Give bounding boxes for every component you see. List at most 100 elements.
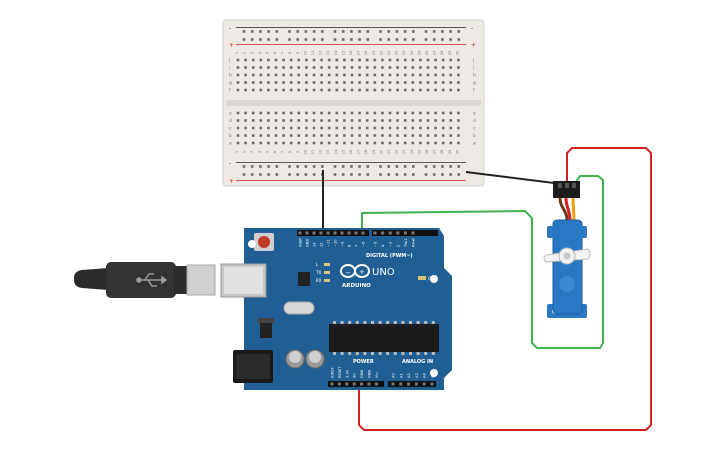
terminal-hole[interactable] [236, 111, 240, 115]
terminal-hole[interactable] [411, 58, 415, 62]
terminal-hole[interactable] [426, 111, 430, 115]
terminal-hole[interactable] [320, 73, 323, 77]
terminal-hole[interactable] [388, 81, 392, 84]
rail-hole[interactable] [288, 38, 291, 41]
terminal-hole[interactable] [434, 81, 437, 84]
terminal-hole[interactable] [297, 141, 301, 145]
terminal-hole[interactable] [411, 66, 415, 69]
terminal-hole[interactable] [403, 134, 407, 137]
terminal-hole[interactable] [244, 134, 247, 137]
terminal-hole[interactable] [434, 88, 437, 92]
terminal-hole[interactable] [381, 58, 384, 62]
rail-hole[interactable] [449, 30, 452, 33]
rail-hole[interactable] [457, 165, 461, 168]
terminal-hole[interactable] [312, 134, 316, 137]
terminal-hole[interactable] [274, 81, 278, 84]
terminal-hole[interactable] [305, 73, 308, 77]
terminal-hole[interactable] [434, 66, 437, 69]
terminal-hole[interactable] [312, 111, 316, 115]
terminal-hole[interactable] [343, 58, 346, 62]
breadboard[interactable]: - + - + - + 1122334455667788991010111112… [222, 19, 485, 187]
terminal-hole[interactable] [244, 126, 247, 130]
terminal-hole[interactable] [312, 126, 316, 130]
terminal-hole[interactable] [312, 66, 316, 69]
rail-hole[interactable] [275, 173, 279, 176]
terminal-hole[interactable] [441, 81, 445, 84]
terminal-hole[interactable] [267, 141, 270, 145]
terminal-hole[interactable] [320, 66, 323, 69]
rail-hole[interactable] [366, 165, 370, 168]
terminal-hole[interactable] [358, 126, 361, 130]
terminal-hole[interactable] [457, 88, 460, 92]
rail-hole[interactable] [387, 38, 390, 41]
terminal-hole[interactable] [411, 111, 415, 115]
terminal-hole[interactable] [411, 126, 415, 130]
terminal-hole[interactable] [449, 126, 453, 130]
power-header[interactable] [328, 381, 384, 387]
terminal-hole[interactable] [441, 119, 445, 122]
terminal-hole[interactable] [343, 81, 346, 84]
terminal-hole[interactable] [289, 66, 293, 69]
terminal-hole[interactable] [282, 141, 285, 145]
rail-hole[interactable] [441, 165, 444, 168]
terminal-hole[interactable] [343, 73, 346, 77]
terminal-hole[interactable] [381, 119, 384, 122]
rail-hole[interactable] [403, 165, 407, 168]
rail-hole[interactable] [424, 38, 428, 41]
terminal-hole[interactable] [335, 141, 339, 145]
terminal-hole[interactable] [350, 88, 354, 92]
terminal-hole[interactable] [305, 134, 308, 137]
terminal-hole[interactable] [388, 111, 392, 115]
terminal-hole[interactable] [244, 81, 247, 84]
terminal-hole[interactable] [403, 66, 407, 69]
terminal-hole[interactable] [426, 141, 430, 145]
terminal-hole[interactable] [312, 81, 316, 84]
terminal-hole[interactable] [305, 126, 308, 130]
rail-hole[interactable] [341, 30, 345, 33]
terminal-hole[interactable] [411, 119, 415, 122]
terminal-hole[interactable] [244, 66, 247, 69]
rail-hole[interactable] [341, 173, 345, 176]
rail-hole[interactable] [412, 38, 415, 41]
terminal-hole[interactable] [289, 141, 293, 145]
terminal-hole[interactable] [457, 111, 460, 115]
terminal-hole[interactable] [396, 141, 399, 145]
terminal-hole[interactable] [289, 81, 293, 84]
terminal-hole[interactable] [373, 126, 377, 130]
terminal-hole[interactable] [388, 126, 392, 130]
terminal-hole[interactable] [350, 141, 354, 145]
rail-hole[interactable] [341, 38, 345, 41]
rail-hole[interactable] [449, 173, 452, 176]
terminal-hole[interactable] [449, 73, 453, 77]
terminal-hole[interactable] [396, 58, 399, 62]
terminal-hole[interactable] [457, 134, 460, 137]
analog-pin-hole[interactable] [391, 382, 395, 386]
terminal-hole[interactable] [236, 58, 240, 62]
terminal-hole[interactable] [274, 141, 278, 145]
terminal-hole[interactable] [396, 134, 399, 137]
terminal-hole[interactable] [282, 126, 285, 130]
terminal-hole[interactable] [373, 58, 377, 62]
terminal-hole[interactable] [426, 66, 430, 69]
terminal-hole[interactable] [419, 134, 422, 137]
terminal-hole[interactable] [297, 73, 301, 77]
power-pin-hole[interactable] [330, 382, 334, 386]
terminal-hole[interactable] [373, 81, 377, 84]
rail-hole[interactable] [341, 165, 345, 168]
terminal-hole[interactable] [312, 58, 316, 62]
terminal-hole[interactable] [289, 119, 293, 122]
terminal-hole[interactable] [426, 73, 430, 77]
terminal-hole[interactable] [259, 58, 263, 62]
rail-hole[interactable] [242, 30, 246, 33]
terminal-hole[interactable] [267, 73, 270, 77]
rail-hole[interactable] [296, 173, 299, 176]
terminal-hole[interactable] [274, 134, 278, 137]
digital-pin-hole[interactable] [319, 231, 323, 235]
terminal-hole[interactable] [358, 141, 361, 145]
terminal-hole[interactable] [259, 141, 263, 145]
terminal-hole[interactable] [441, 134, 445, 137]
terminal-hole[interactable] [236, 119, 240, 122]
rail-hole[interactable] [259, 165, 262, 168]
terminal-hole[interactable] [388, 66, 392, 69]
